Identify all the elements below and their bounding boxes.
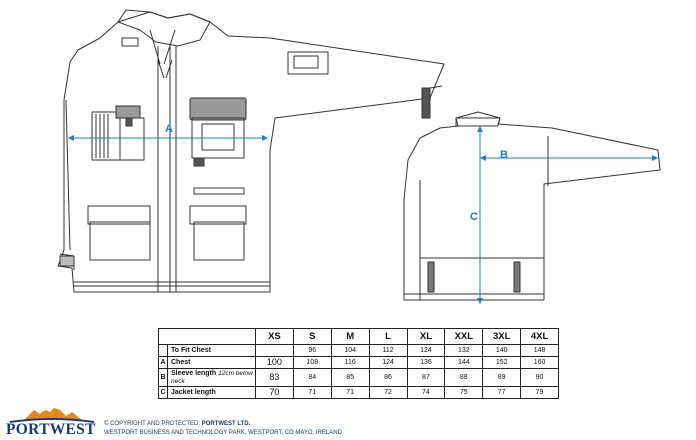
table-cell: 71 xyxy=(292,386,332,399)
table-cell: 124 xyxy=(368,356,408,369)
table-cell: 77 xyxy=(482,386,522,399)
right-chest-pocket xyxy=(189,97,247,167)
row-label: To Fit Chest xyxy=(167,344,256,357)
size-header-cell: XL xyxy=(406,328,446,345)
left-lower-pocket xyxy=(87,205,151,261)
table-cell: 116 xyxy=(330,356,370,369)
measure-label-a: A xyxy=(165,123,173,135)
table-cell xyxy=(255,344,294,357)
front-body-outline xyxy=(57,11,445,293)
table-cell: 104 xyxy=(330,344,370,357)
table-cell: 96 xyxy=(292,344,332,357)
back-body-outline xyxy=(403,117,661,301)
jacket-technical-drawing: A B C xyxy=(57,9,661,304)
left-chest-pocket xyxy=(91,105,145,161)
portwest-logo-icon xyxy=(9,402,95,423)
table-cell: 90 xyxy=(520,368,559,387)
copyright-prefix: © COPYRIGHT AND PROTECTED: xyxy=(104,421,202,427)
size-header-row: XS S M L XL XXL 3XL 4XL xyxy=(158,328,559,345)
table-row: C Jacket length 70 71 71 72 74 75 77 79 xyxy=(158,386,559,399)
size-header-cell: 3XL xyxy=(482,328,522,345)
table-cell: 100 xyxy=(255,356,294,369)
table-cell: 72 xyxy=(368,386,408,399)
table-cell: 71 xyxy=(330,386,370,399)
table-row: To Fit Chest 96 104 112 124 132 140 148 xyxy=(158,344,559,357)
size-header-cell: 4XL xyxy=(520,328,559,345)
table-row: A Chest 100 108 116 124 136 144 152 160 xyxy=(158,356,559,369)
jacket-back-view xyxy=(403,111,661,301)
row-letter: B xyxy=(158,368,168,387)
size-header-cell: L xyxy=(368,328,408,345)
size-header-cell: M xyxy=(330,328,370,345)
table-cell: 75 xyxy=(444,386,484,399)
table-cell: 79 xyxy=(520,386,559,399)
measurement-guides xyxy=(68,126,658,304)
jacket-front-view xyxy=(57,9,445,293)
size-header-cell: XS xyxy=(255,328,294,345)
measure-label-c: C xyxy=(470,211,478,223)
brand-wordmark: PORTWEST xyxy=(6,421,96,438)
row-letter: C xyxy=(158,386,168,399)
table-cell: 132 xyxy=(444,344,484,357)
row-label-note: 12cm below neck xyxy=(171,369,253,385)
size-chart-table: XS S M L XL XXL 3XL 4XL To Fit Chest 96 … xyxy=(158,328,559,399)
table-cell: 86 xyxy=(368,368,408,387)
row-label: Jacket length xyxy=(167,386,256,399)
table-cell: 136 xyxy=(406,356,446,369)
right-lower-pocket xyxy=(189,205,247,261)
table-cell: 112 xyxy=(368,344,408,357)
table-cell: 84 xyxy=(292,368,332,387)
measure-label-b: B xyxy=(500,149,508,161)
size-header-cell: S xyxy=(292,328,332,345)
table-cell: 124 xyxy=(406,344,446,357)
table-cell: 108 xyxy=(292,356,332,369)
table-cell: 74 xyxy=(406,386,446,399)
row-letter: A xyxy=(158,356,168,369)
front-collar xyxy=(117,9,211,47)
row-label-text: Sleeve length xyxy=(171,369,217,377)
copyright-line: © COPYRIGHT AND PROTECTED: PORTWEST LTD. xyxy=(104,420,342,429)
table-cell: 85 xyxy=(330,368,370,387)
table-cell: 87 xyxy=(406,368,446,387)
table-cell: 160 xyxy=(520,356,559,369)
row-label: Sleeve length 12cm below neck xyxy=(167,368,256,387)
table-cell: 148 xyxy=(520,344,559,357)
copyright-company: PORTWEST LTD. xyxy=(201,421,251,427)
table-cell: 89 xyxy=(482,368,522,387)
table-cell: 88 xyxy=(444,368,484,387)
table-cell: 144 xyxy=(444,356,484,369)
table-cell: 140 xyxy=(482,344,522,357)
table-row: B Sleeve length 12cm below neck 83 84 85… xyxy=(158,368,559,387)
copyright-notice: © COPYRIGHT AND PROTECTED: PORTWEST LTD.… xyxy=(104,420,342,437)
table-cell: 70 xyxy=(255,386,294,399)
row-label: Chest xyxy=(167,356,256,369)
table-cell: 152 xyxy=(482,356,522,369)
table-cell: 83 xyxy=(255,368,294,387)
company-address: WESTPORT BUSINESS AND TECHNOLOGY PARK, W… xyxy=(104,429,342,436)
size-header-cell: XXL xyxy=(444,328,484,345)
